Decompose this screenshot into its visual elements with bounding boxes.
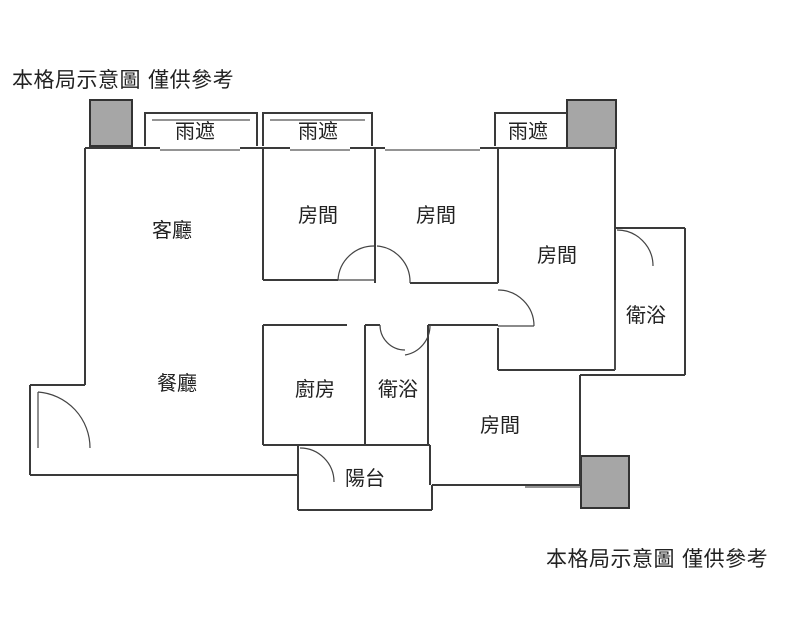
room-label-bathroom-1: 衛浴	[626, 303, 666, 327]
room-label-canopy-2: 雨遮	[298, 119, 338, 143]
canopy-3-box	[494, 112, 567, 146]
room-label-dining-room: 餐廳	[157, 371, 197, 395]
caption-bottom: 本格局示意圖 僅供參考	[546, 547, 769, 571]
room-label-canopy-3: 雨遮	[508, 119, 548, 143]
room-label-bedroom-1: 房間	[298, 203, 338, 227]
room-label-bedroom-4: 房間	[480, 413, 520, 437]
room-label-bedroom-2: 房間	[416, 203, 456, 227]
pillar-top-right	[566, 99, 617, 149]
outer-walls	[29, 147, 686, 511]
door-swings	[37, 229, 654, 483]
interior-walls	[262, 148, 616, 485]
room-label-bedroom-3: 房間	[537, 243, 577, 267]
room-label-canopy-1: 雨遮	[175, 119, 215, 143]
canopy-2-box	[262, 112, 373, 146]
caption-top: 本格局示意圖 僅供參考	[12, 68, 235, 92]
pillar-bottom-right	[580, 455, 630, 509]
room-label-bathroom-2: 衛浴	[378, 377, 418, 401]
room-label-kitchen: 廚房	[295, 377, 335, 401]
room-label-living-room: 客廳	[152, 218, 192, 242]
pillar-top-left	[89, 99, 133, 147]
room-label-balcony: 陽台	[345, 466, 385, 490]
canopy-1-box	[144, 112, 258, 146]
